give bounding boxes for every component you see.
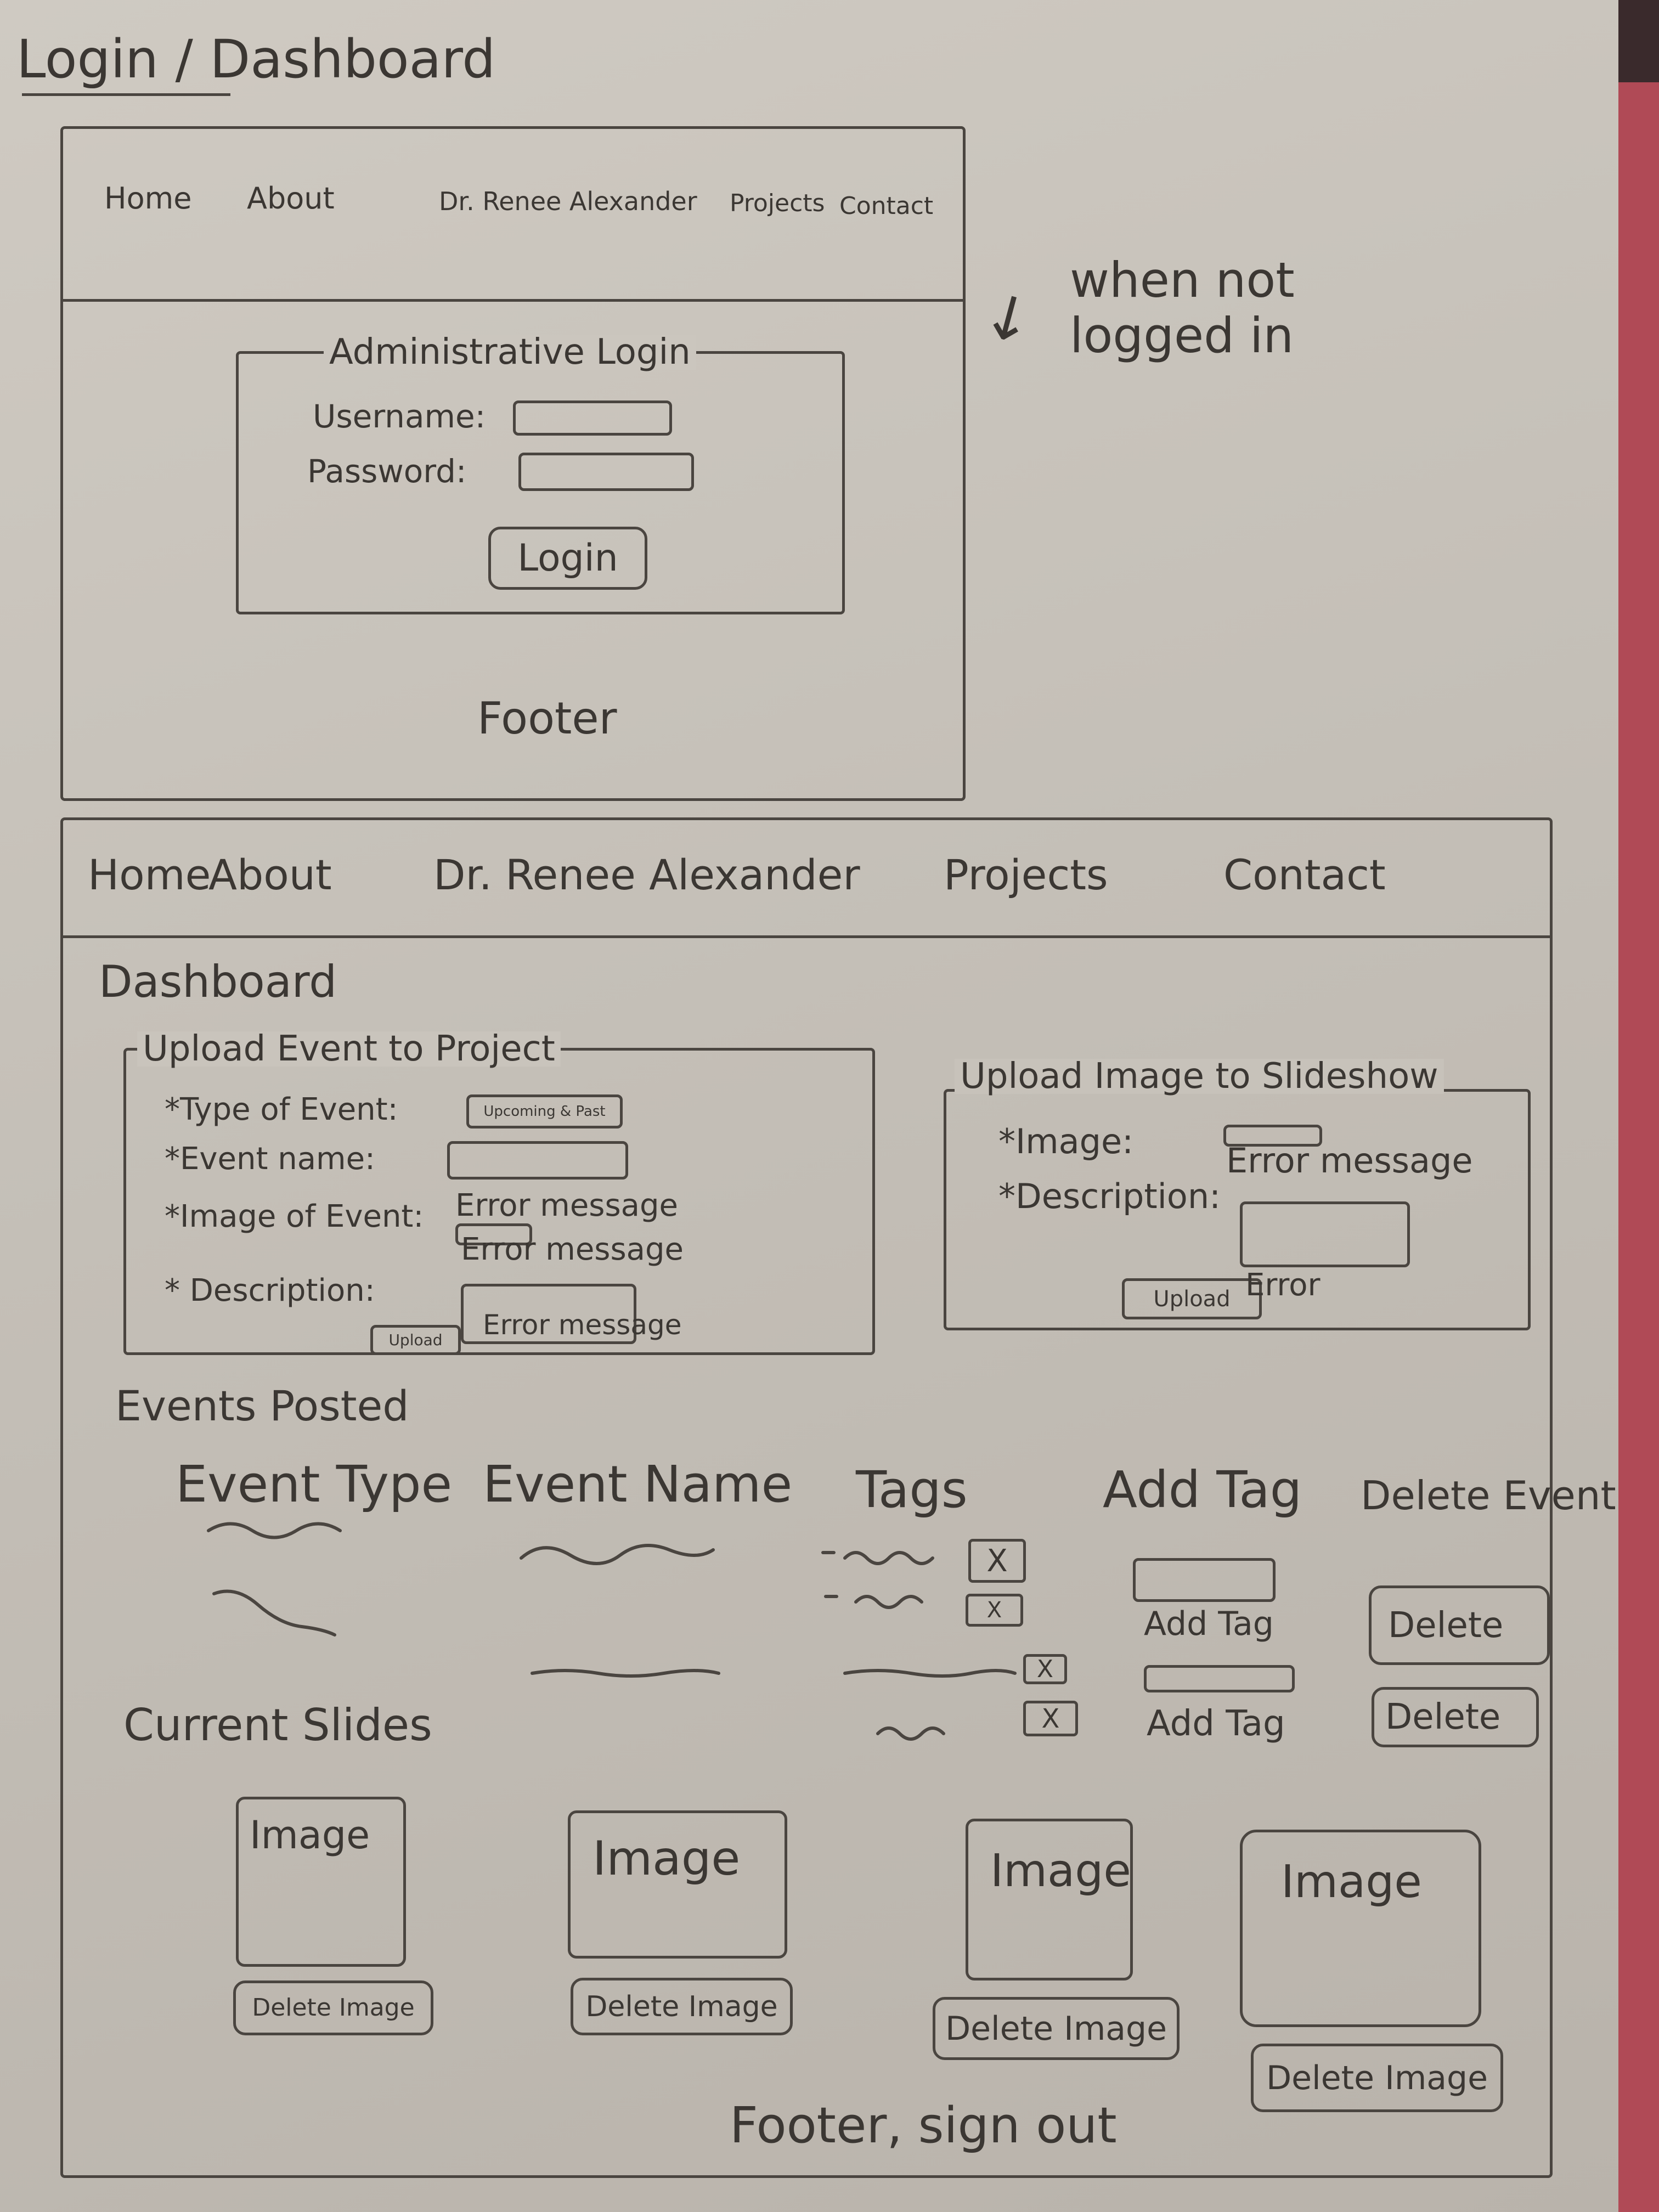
upload-image-legend: Upload Image to Slideshow — [955, 1059, 1444, 1094]
slide-image-label: *Image: — [998, 1121, 1134, 1161]
column-event-type: Event Type — [176, 1455, 453, 1514]
event-image-field[interactable] — [455, 1223, 532, 1245]
nav-about[interactable]: About — [208, 850, 332, 899]
event-name-label: *Event name: — [165, 1141, 375, 1177]
username-field[interactable] — [513, 400, 672, 436]
remove-tag-button-3[interactable]: X — [1023, 1654, 1067, 1684]
slide-image-field[interactable] — [1223, 1125, 1322, 1147]
add-tag-button-2[interactable]: Add Tag — [1147, 1703, 1285, 1744]
dashboard-nav-bar: Home About Dr. Renee Alexander Projects … — [60, 817, 1553, 938]
nav-about[interactable]: About — [247, 181, 335, 216]
side-note: when not logged in — [1070, 252, 1295, 364]
event-type-select[interactable]: Upcoming & Past — [466, 1094, 623, 1128]
remove-tag-button-4[interactable]: X — [1023, 1701, 1078, 1736]
title-underline — [22, 93, 230, 96]
column-event-name: Event Name — [483, 1455, 793, 1514]
column-add-tag: Add Tag — [1103, 1460, 1302, 1519]
dashboard-footer[interactable]: Footer, sign out — [730, 2097, 1117, 2154]
event-description-label: * Description: — [165, 1273, 375, 1308]
page-title: Login / Dashboard — [16, 29, 496, 90]
nav-projects[interactable]: Projects — [730, 189, 825, 217]
event-upload-button[interactable]: Upload — [370, 1325, 461, 1355]
login-wireframe — [60, 126, 966, 801]
delete-event-button-1[interactable]: Delete — [1369, 1585, 1550, 1665]
current-slides-title: Current Slides — [123, 1700, 432, 1751]
event-name-field[interactable] — [447, 1141, 628, 1180]
side-note-line-1: when not — [1070, 252, 1295, 308]
paper-sheet — [0, 0, 1618, 2212]
password-label: Password: — [307, 453, 467, 490]
delete-slide-button-3[interactable]: Delete Image — [933, 1997, 1180, 2060]
events-posted-title: Events Posted — [115, 1381, 409, 1430]
slide-description-label: *Description: — [998, 1176, 1221, 1216]
username-label: Username: — [313, 398, 486, 435]
slide-image-2: Image — [568, 1810, 787, 1959]
login-legend: Administrative Login — [324, 335, 696, 370]
slide-image-3: Image — [966, 1819, 1133, 1980]
remove-tag-button-2[interactable]: X — [966, 1594, 1023, 1627]
nav-name[interactable]: Dr. Renee Alexander — [433, 850, 860, 899]
event-name-error: Error message — [461, 1232, 684, 1267]
password-field[interactable] — [518, 453, 694, 491]
event-image-label: *Image of Event: — [165, 1199, 424, 1234]
login-nav-bar: Home About Dr. Renee Alexander Projects … — [60, 126, 966, 302]
add-tag-field-2[interactable] — [1144, 1665, 1295, 1692]
slide-description-field[interactable] — [1240, 1201, 1410, 1267]
slide-image-error: Error message — [1226, 1141, 1473, 1181]
event-description-field[interactable] — [461, 1284, 636, 1344]
side-note-line-2: logged in — [1070, 307, 1294, 364]
add-tag-field-1[interactable] — [1133, 1558, 1276, 1602]
slide-upload-error: Error — [1245, 1267, 1321, 1303]
slide-image-4: Image — [1240, 1830, 1481, 2027]
add-tag-button-1[interactable]: Add Tag — [1144, 1605, 1274, 1643]
column-tags: Tags — [856, 1460, 968, 1519]
event-description-error: Error message — [483, 1309, 682, 1341]
delete-event-button-2[interactable]: Delete — [1372, 1687, 1539, 1747]
event-image-error: Error message — [455, 1188, 678, 1223]
nav-contact[interactable]: Contact — [1223, 850, 1386, 899]
delete-slide-button-1[interactable]: Delete Image — [233, 1980, 433, 2035]
nav-contact[interactable]: Contact — [839, 192, 934, 220]
dashboard-title: Dashboard — [99, 956, 337, 1007]
binder-edge — [1618, 82, 1659, 2212]
remove-tag-button-1[interactable]: X — [968, 1539, 1026, 1583]
dashboard-wireframe — [60, 817, 1553, 2178]
nav-name[interactable]: Dr. Renee Alexander — [439, 187, 697, 216]
delete-slide-button-4[interactable]: Delete Image — [1251, 2044, 1503, 2112]
column-delete-event: Delete Event — [1361, 1472, 1616, 1519]
login-footer: Footer — [477, 693, 617, 744]
login-button[interactable]: Login — [488, 527, 647, 590]
slide-image-1: Image — [236, 1797, 406, 1967]
nav-projects[interactable]: Projects — [944, 850, 1108, 899]
nav-home[interactable]: Home — [104, 181, 192, 216]
nav-home[interactable]: Home — [88, 850, 211, 899]
event-type-label: *Type of Event: — [165, 1092, 398, 1127]
slide-upload-button[interactable]: Upload — [1122, 1278, 1262, 1319]
upload-event-legend: Upload Event to Project — [137, 1031, 561, 1066]
delete-slide-button-2[interactable]: Delete Image — [571, 1978, 793, 2035]
